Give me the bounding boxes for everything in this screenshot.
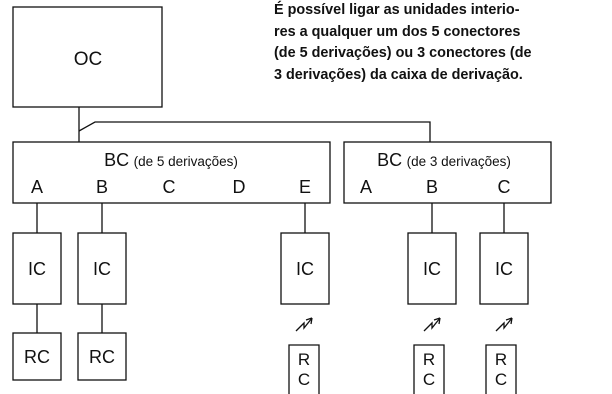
indoor-unit-box <box>479 232 529 305</box>
branch-box-3-way <box>343 141 552 204</box>
branch-box-qualifier: (de 5 derivações) <box>134 154 238 169</box>
port-label: C <box>498 177 511 197</box>
branch-box-code: BC <box>104 150 129 170</box>
port-label: B <box>96 177 108 197</box>
wireless-remote-letter: C <box>298 370 310 389</box>
branch-box-code: BC <box>377 150 402 170</box>
wireless-remote-outline <box>413 344 445 394</box>
port-label: A <box>31 177 43 197</box>
port-label: B <box>426 177 438 197</box>
indoor-unit-box <box>407 232 457 305</box>
indoor-unit-label: IC <box>28 259 46 279</box>
wired-remote-label: RC <box>89 347 115 367</box>
wireless-remote-letter: R <box>298 350 310 369</box>
branch-box-title: BC (de 3 derivações) <box>377 150 511 170</box>
wireless-signal-icon <box>495 317 513 332</box>
note-line: (de 5 derivações) ou 3 conectores (de <box>274 45 532 61</box>
wireless-remote-letter: R <box>495 350 507 369</box>
wireless-signal-icon <box>423 317 441 332</box>
wired-remote-box <box>12 332 62 381</box>
note-line: É possível ligar as unidades interio- <box>274 2 520 18</box>
wireless-remote-outline <box>485 344 517 394</box>
note-line: res a qualquer um dos 5 conectores <box>274 23 521 40</box>
indoor-unit-label: IC <box>423 259 441 279</box>
outdoor-unit-box <box>12 6 163 108</box>
wireless-remote-letter: R <box>423 350 435 369</box>
indoor-unit-box <box>280 232 330 305</box>
branch-box-qualifier: (de 3 derivações) <box>407 154 511 169</box>
indoor-unit-label: IC <box>296 259 314 279</box>
branch-box-title: BC (de 5 derivações) <box>104 150 238 170</box>
wireless-remote-letter: C <box>495 370 507 389</box>
branch-box-5-way <box>12 141 331 204</box>
wired-remote-box <box>77 332 127 381</box>
wireless-signal-icon <box>295 317 313 332</box>
wired-remote-label: RC <box>24 347 50 367</box>
port-label: D <box>233 177 246 197</box>
wireless-remote-outline <box>288 344 320 394</box>
branch-pipe <box>78 121 431 142</box>
indoor-unit-label: IC <box>93 259 111 279</box>
note-line: 3 derivações) da caixa de derivação. <box>274 66 523 83</box>
outdoor-unit-label: OC <box>74 49 103 70</box>
port-label: C <box>163 177 176 197</box>
indoor-unit-label: IC <box>495 259 513 279</box>
port-label: A <box>360 177 372 197</box>
port-label: E <box>299 177 311 197</box>
wireless-remote-letter: C <box>423 370 435 389</box>
connection-note: É possível ligar as unidades interio- re… <box>274 0 608 86</box>
